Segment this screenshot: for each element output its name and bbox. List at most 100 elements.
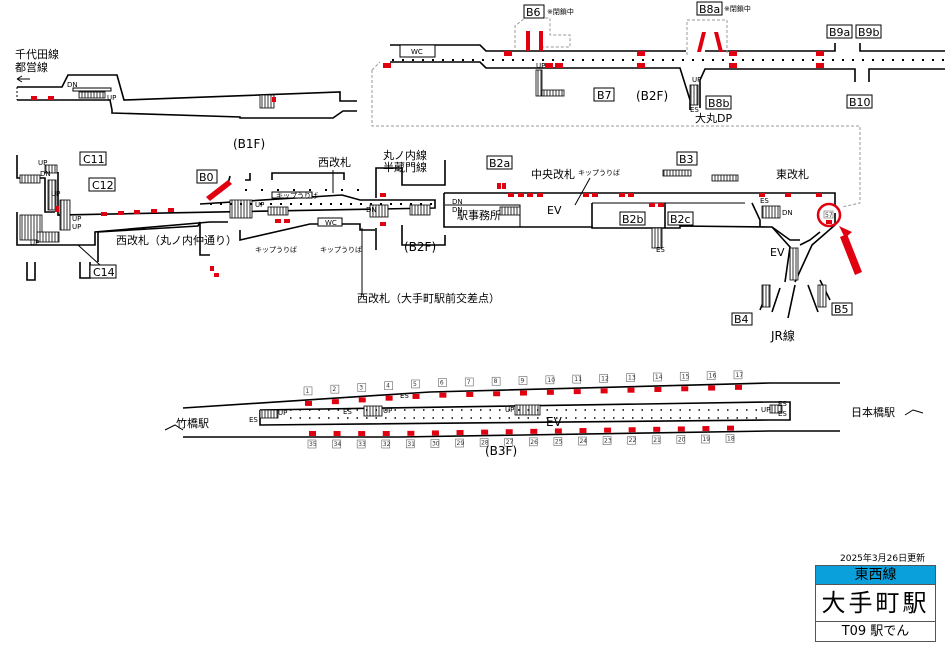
exit-b6-label[interactable]: B6 [526, 6, 541, 19]
b1f-floor-label: (B1F) [233, 137, 265, 151]
exit-marker-block [554, 428, 562, 434]
exit-marker[interactable]: 14 [653, 372, 663, 392]
exit-marker[interactable]: 15 [679, 371, 690, 392]
exit-number: 12 [601, 375, 609, 382]
exit-marker[interactable]: 33 [356, 431, 366, 449]
exit-b0-label[interactable]: B0 [199, 171, 214, 184]
exit-c14-label[interactable]: C14 [93, 266, 115, 279]
up-label: UP [255, 201, 264, 209]
exit-marker-block [358, 431, 366, 436]
west-gate-label: 西改札 [318, 155, 351, 169]
exit-marker-block [382, 431, 390, 436]
exit-marker-block [600, 388, 608, 394]
up-label: UP [383, 407, 392, 415]
exit-marker[interactable]: 5 [411, 379, 420, 399]
exit-b2c-label[interactable]: B2c [670, 213, 691, 226]
exit-marker[interactable]: 27 [504, 429, 514, 447]
exit-number: 26 [530, 439, 538, 446]
exit-marker[interactable]: 10 [545, 375, 555, 395]
exit-marker[interactable]: 23 [602, 427, 612, 445]
exit-marker-block [727, 425, 734, 431]
up-label: UP [72, 223, 81, 231]
exit-number: 4 [386, 383, 390, 390]
exit-number: 21 [653, 437, 661, 444]
exit-number: 24 [579, 438, 587, 445]
exit-marker[interactable]: 26 [528, 428, 538, 447]
exit-b7-label[interactable]: B7 [597, 89, 612, 102]
exit-b8a-label[interactable]: B8a [699, 3, 720, 16]
exit-b5-label[interactable]: B5 [834, 303, 849, 316]
exit-marker[interactable]: 35 [307, 431, 317, 449]
exit-number-box [479, 438, 489, 447]
ticket-machine-label: キップうりば [320, 245, 362, 254]
exit-marker[interactable]: 30 [430, 430, 440, 448]
exit-marker[interactable]: 24 [578, 428, 587, 446]
exit-marker[interactable]: 8 [491, 376, 501, 397]
exit-marker[interactable]: 28 [479, 429, 489, 447]
exit-marker[interactable]: 9 [518, 376, 528, 396]
exit-number-box [725, 434, 735, 443]
b2f-main-floor-label: (B2F) [404, 240, 436, 254]
exit-marker[interactable]: 32 [381, 431, 391, 449]
left-arrow-icon [16, 75, 30, 83]
nihonbashi-station-label: 日本橋駅 [851, 405, 895, 419]
exit-number: 1 [306, 388, 310, 395]
exit-b8b-label[interactable]: B8b [708, 97, 730, 110]
highlighted-exit-number[interactable]: 57 [825, 212, 833, 219]
exit-number-box [384, 381, 393, 390]
exit-c12-label[interactable]: C12 [92, 179, 114, 192]
exit-marker[interactable]: 11 [572, 374, 582, 395]
exit-marker[interactable]: 18 [725, 425, 735, 443]
exit-marker-block [358, 397, 366, 403]
up-label: UP [761, 406, 770, 414]
exit-marker[interactable]: 29 [455, 430, 465, 448]
chiyoda-line-label: 千代田線 [15, 47, 59, 61]
exit-marker[interactable]: 22 [627, 427, 637, 445]
exit-number: 32 [383, 441, 391, 448]
up-label: UP [505, 406, 514, 414]
exit-marker[interactable]: 16 [706, 371, 716, 391]
exit-marker[interactable]: 2 [330, 384, 340, 405]
exit-b2b-label[interactable]: B2b [622, 213, 644, 226]
exit-number-box [528, 437, 538, 447]
exit-number-box [518, 376, 528, 385]
exit-marker[interactable]: 17 [733, 370, 743, 390]
exit-number: 3 [359, 384, 363, 391]
exit-marker-block [708, 385, 716, 391]
exit-number: 27 [506, 439, 514, 446]
dn-label: DN [782, 209, 793, 217]
exit-b10-label[interactable]: B10 [849, 96, 871, 109]
exit-number-box [307, 439, 317, 449]
exit-c11-label[interactable]: C11 [83, 153, 105, 166]
exit-marker[interactable]: 6 [438, 378, 447, 398]
exit-marker[interactable]: 34 [332, 431, 342, 449]
b2f-main-concourse: C11 C12 C14 B0 西改札 西改札（丸ノ内仲通り） 丸ノ内線 半蔵門線… [16, 148, 862, 343]
exit-b4-label[interactable]: B4 [734, 313, 749, 326]
exit-marker[interactable]: 3 [357, 383, 367, 403]
dn-label: DN [40, 170, 51, 178]
exit-marker[interactable]: 12 [599, 374, 609, 394]
exit-marker[interactable]: 21 [651, 426, 661, 445]
exit-number: 2 [332, 386, 336, 393]
exit-marker[interactable]: 13 [626, 373, 636, 393]
exit-marker-block [305, 400, 312, 406]
exit-marker[interactable]: 4 [384, 381, 393, 401]
exit-marker[interactable]: 1 [303, 386, 313, 406]
exit-number-box [578, 436, 587, 446]
up-label: UP [536, 62, 545, 70]
dn-label: DN [67, 81, 78, 89]
exit-number: 29 [457, 440, 465, 447]
exit-number-box [406, 439, 415, 449]
exit-marker[interactable]: 7 [464, 377, 474, 397]
exit-marker[interactable]: 31 [406, 430, 415, 449]
exit-number-box [504, 437, 514, 447]
daimaru-label: 大丸DP [695, 111, 732, 125]
exit-marker[interactable]: 25 [553, 428, 563, 446]
exit-marker[interactable]: 19 [701, 426, 710, 444]
exit-b3-label[interactable]: B3 [679, 153, 694, 166]
exit-b9a-label[interactable]: B9a [829, 26, 850, 39]
up-label: UP [38, 159, 47, 167]
exit-b2a-label[interactable]: B2a [489, 157, 510, 170]
exit-marker[interactable]: 20 [676, 426, 686, 444]
exit-b9b-label[interactable]: B9b [858, 26, 880, 39]
